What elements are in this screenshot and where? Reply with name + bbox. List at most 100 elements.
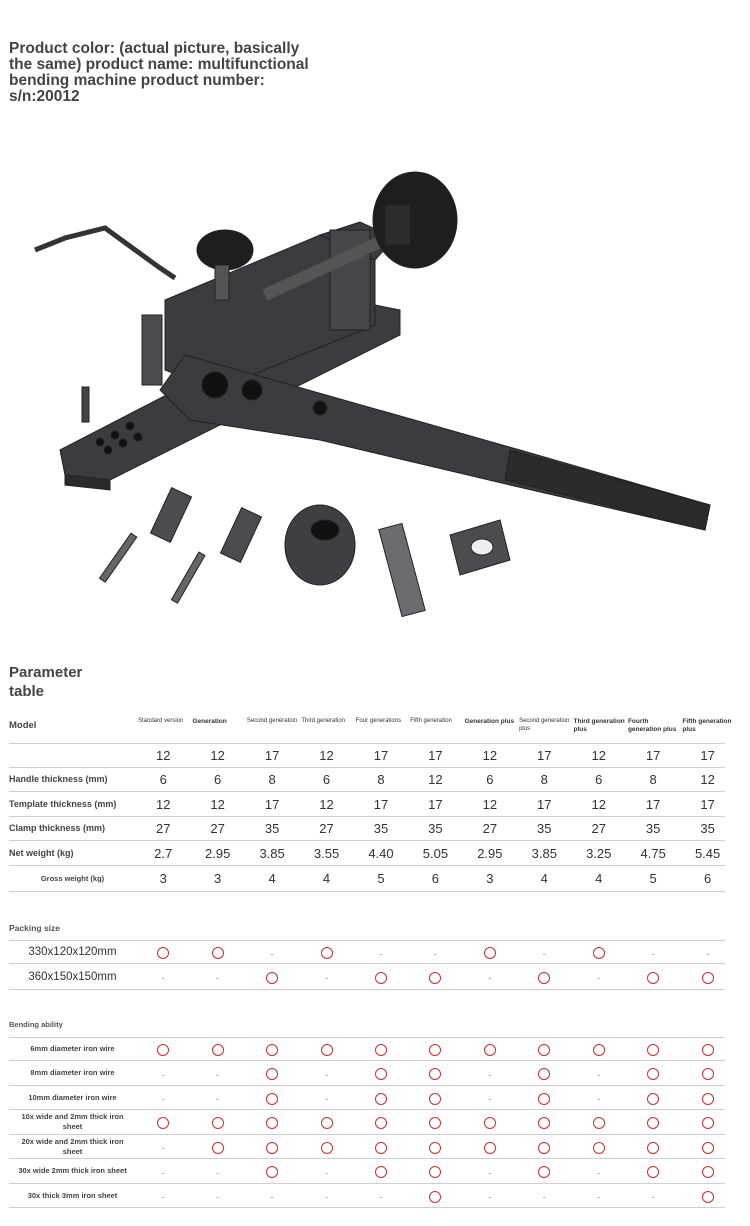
dash-mark: - bbox=[161, 973, 165, 983]
circle-icon bbox=[701, 1117, 714, 1130]
dash-mark: - bbox=[597, 1069, 601, 1080]
param-value: 4 bbox=[268, 871, 276, 886]
supported-mark bbox=[136, 1042, 190, 1057]
param-value: 6 bbox=[431, 871, 440, 886]
unsupported-mark: - bbox=[136, 969, 190, 984]
supported-mark bbox=[517, 1090, 571, 1105]
model-header-cell: Four generations bbox=[355, 718, 402, 724]
circle-icon bbox=[701, 1044, 714, 1057]
param-value: 12 bbox=[210, 748, 225, 763]
param-value: 17 bbox=[645, 796, 661, 812]
supported-mark bbox=[680, 1042, 734, 1057]
dash-mark: - bbox=[488, 973, 492, 983]
supported-mark bbox=[463, 1115, 517, 1130]
circle-icon bbox=[429, 1092, 442, 1105]
circle-icon bbox=[429, 1117, 442, 1130]
circle-icon bbox=[701, 1092, 714, 1105]
model-header-cell: Generation plus bbox=[464, 718, 515, 725]
circle-icon bbox=[266, 1068, 279, 1081]
param-value: 8 bbox=[540, 772, 548, 787]
circle-icon bbox=[701, 971, 714, 984]
supported-mark bbox=[680, 1188, 734, 1203]
param-value: 2.95 bbox=[205, 845, 231, 861]
supported-mark bbox=[408, 1188, 462, 1203]
supported-mark bbox=[354, 1090, 408, 1105]
param-value: 35 bbox=[373, 821, 389, 836]
supported-mark bbox=[680, 1115, 734, 1130]
dash-mark: - bbox=[597, 1192, 601, 1202]
param-value: 17 bbox=[537, 796, 552, 812]
supported-mark bbox=[354, 969, 408, 984]
circle-icon bbox=[429, 1190, 442, 1203]
unsupported-mark: - bbox=[463, 1090, 517, 1105]
supported-mark bbox=[408, 1066, 462, 1081]
supported-mark bbox=[354, 1066, 408, 1081]
param-value: 12 bbox=[155, 748, 171, 763]
supported-mark bbox=[680, 1139, 734, 1154]
circle-icon bbox=[374, 1092, 387, 1105]
dash-mark: - bbox=[488, 1094, 492, 1104]
param-value: 4 bbox=[540, 871, 548, 886]
dash-mark: - bbox=[651, 948, 655, 959]
packing-row: 330x120x120mm------ bbox=[9, 940, 725, 964]
circle-icon bbox=[429, 1044, 442, 1057]
param-value: 35 bbox=[537, 821, 552, 836]
circle-icon bbox=[266, 1141, 279, 1154]
supported-mark bbox=[680, 1090, 734, 1105]
circle-icon bbox=[374, 1068, 387, 1081]
bending-label: 10x wide and 2mm thick iron sheet bbox=[21, 1112, 124, 1131]
circle-icon bbox=[320, 1044, 333, 1057]
unsupported-mark: - bbox=[626, 1188, 680, 1203]
dash-mark: - bbox=[270, 1192, 274, 1202]
dash-mark: - bbox=[325, 1069, 329, 1080]
unsupported-mark: - bbox=[572, 1090, 626, 1105]
model-label: Model bbox=[9, 720, 37, 731]
model-header-cell: Fifth generation bbox=[410, 718, 452, 724]
unsupported-mark: - bbox=[517, 1188, 571, 1203]
supported-mark bbox=[408, 1139, 462, 1154]
unsupported-mark: - bbox=[299, 969, 353, 984]
unsupported-mark: - bbox=[299, 1066, 353, 1081]
supported-mark bbox=[463, 1139, 517, 1154]
supported-mark bbox=[408, 1090, 462, 1105]
supported-mark bbox=[572, 1115, 626, 1130]
circle-icon bbox=[429, 1068, 442, 1081]
supported-mark bbox=[354, 1115, 408, 1130]
circle-icon bbox=[538, 971, 551, 984]
param-value: 12 bbox=[591, 796, 606, 812]
param-value: 6 bbox=[486, 772, 494, 787]
param-value: 8 bbox=[649, 772, 657, 787]
param-value: 6 bbox=[703, 871, 712, 886]
param-value: 17 bbox=[373, 748, 389, 763]
bending-row: 30x thick 3mm iron sheet--------- bbox=[9, 1184, 725, 1208]
param-label: Gross weight (kg) bbox=[40, 873, 105, 883]
model-header-cell: Third generation bbox=[301, 718, 346, 724]
circle-icon bbox=[647, 1141, 660, 1154]
param-value: 17 bbox=[700, 748, 715, 763]
supported-mark bbox=[463, 945, 517, 960]
supported-mark bbox=[517, 1139, 571, 1154]
param-value: 5 bbox=[649, 871, 657, 886]
unsupported-mark: - bbox=[354, 1188, 408, 1203]
param-value: 17 bbox=[700, 796, 715, 812]
param-value: 27 bbox=[210, 821, 225, 836]
unsupported-mark: - bbox=[517, 945, 571, 960]
supported-mark bbox=[572, 1042, 626, 1057]
supported-mark bbox=[408, 969, 462, 984]
unsupported-mark: - bbox=[572, 969, 626, 984]
unsupported-mark: - bbox=[408, 945, 462, 960]
circle-icon bbox=[483, 1044, 496, 1057]
circle-icon bbox=[538, 1141, 551, 1154]
circle-icon bbox=[592, 1141, 605, 1154]
circle-icon bbox=[429, 1141, 442, 1154]
param-value: 17 bbox=[373, 796, 389, 812]
unsupported-mark: - bbox=[190, 1066, 244, 1081]
circle-icon bbox=[483, 1117, 496, 1130]
circle-icon bbox=[157, 1044, 170, 1057]
supported-mark bbox=[626, 1115, 680, 1130]
circle-icon bbox=[483, 947, 496, 960]
bending-row: 10mm diameter iron wire----- bbox=[9, 1086, 725, 1110]
